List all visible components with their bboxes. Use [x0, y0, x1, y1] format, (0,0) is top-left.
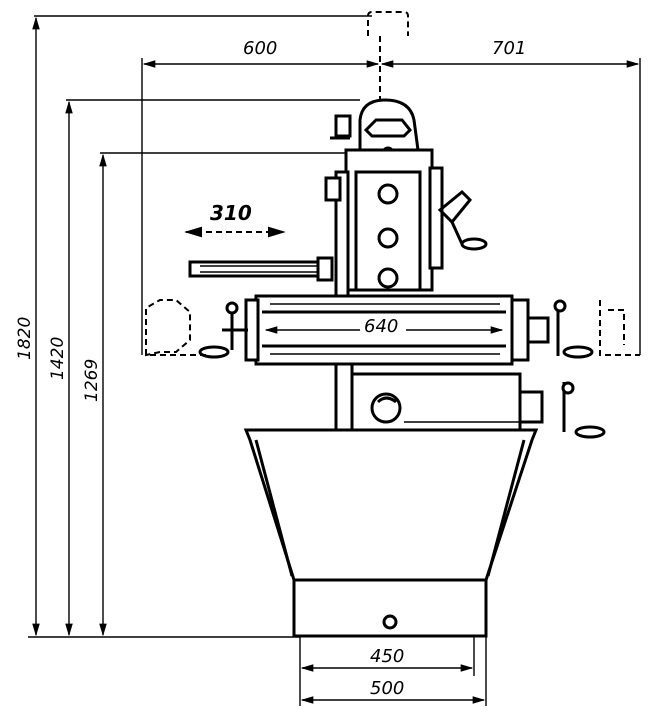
spindle-axis — [367, 11, 409, 100]
base-dimensions: 450 500 — [299, 636, 487, 706]
table-travel-dimension: 310 — [184, 201, 286, 238]
vertical-dimensions: 1820 1420 1269 — [15, 15, 372, 638]
dim-label-1820: 1820 — [15, 317, 35, 360]
knee-saddle — [334, 362, 606, 439]
dim-label-310: 310 — [210, 201, 252, 225]
work-table: 640 — [198, 294, 594, 366]
dim-label-701: 701 — [492, 38, 526, 59]
reach-dimensions: 600 701 — [141, 38, 641, 355]
dim-label-1269: 1269 — [82, 359, 102, 402]
machine-base — [243, 428, 539, 638]
dim-label-640: 640 — [364, 316, 398, 337]
dim-label-450: 450 — [370, 646, 404, 667]
dim-label-500: 500 — [370, 678, 404, 699]
ghost-handwheels — [145, 299, 640, 357]
dim-label-1420: 1420 — [48, 337, 68, 380]
overarm-rod — [188, 256, 334, 282]
machine-column — [324, 98, 488, 298]
base-drain-hole — [382, 614, 398, 630]
dim-label-600: 600 — [243, 38, 277, 59]
